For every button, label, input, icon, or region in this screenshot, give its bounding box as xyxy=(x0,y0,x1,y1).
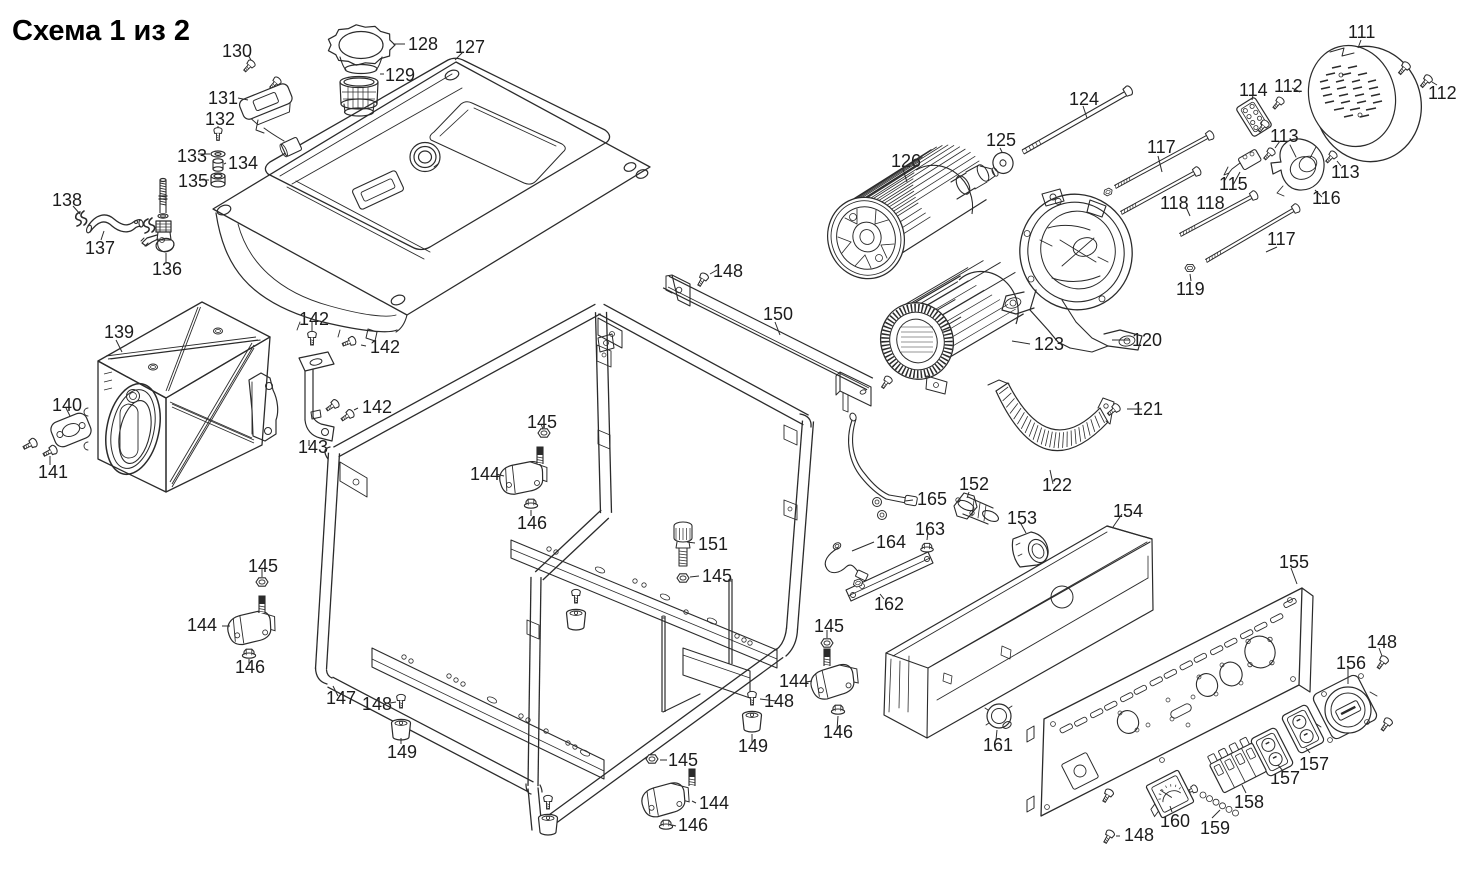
svg-text:156: 156 xyxy=(1336,653,1366,673)
svg-text:119: 119 xyxy=(1176,279,1205,299)
svg-text:134: 134 xyxy=(228,153,258,173)
svg-text:127: 127 xyxy=(455,37,485,57)
svg-text:142: 142 xyxy=(362,397,392,417)
svg-text:144: 144 xyxy=(187,615,217,635)
svg-text:148: 148 xyxy=(1367,632,1397,652)
svg-text:148: 148 xyxy=(764,691,794,711)
svg-text:150: 150 xyxy=(763,304,793,324)
svg-text:136: 136 xyxy=(152,259,182,279)
svg-text:121: 121 xyxy=(1133,399,1163,419)
svg-text:123: 123 xyxy=(1034,334,1064,354)
svg-text:148: 148 xyxy=(362,694,392,714)
svg-text:118: 118 xyxy=(1196,193,1225,213)
svg-text:118: 118 xyxy=(1160,193,1189,213)
svg-text:131: 131 xyxy=(208,88,238,108)
svg-text:145: 145 xyxy=(248,556,278,576)
svg-text:145: 145 xyxy=(702,566,732,586)
svg-text:Схема 1 из 2: Схема 1 из 2 xyxy=(12,15,190,47)
svg-text:147: 147 xyxy=(326,688,356,708)
svg-text:145: 145 xyxy=(668,750,698,770)
svg-text:161: 161 xyxy=(983,735,1013,755)
svg-text:163: 163 xyxy=(915,519,945,539)
svg-text:153: 153 xyxy=(1007,508,1037,528)
svg-text:159: 159 xyxy=(1200,818,1230,838)
svg-text:142: 142 xyxy=(299,309,329,329)
svg-text:146: 146 xyxy=(823,722,853,742)
svg-text:145: 145 xyxy=(814,616,844,636)
svg-text:148: 148 xyxy=(713,261,743,281)
svg-text:137: 137 xyxy=(85,238,115,258)
svg-text:117: 117 xyxy=(1267,229,1296,249)
svg-text:141: 141 xyxy=(38,462,68,482)
svg-text:148: 148 xyxy=(1124,825,1154,845)
svg-text:146: 146 xyxy=(678,815,708,835)
svg-text:140: 140 xyxy=(52,395,82,415)
svg-text:126: 126 xyxy=(891,151,921,171)
svg-text:146: 146 xyxy=(517,513,547,533)
svg-text:144: 144 xyxy=(779,671,809,691)
svg-text:151: 151 xyxy=(698,534,728,554)
svg-text:149: 149 xyxy=(738,736,768,756)
svg-text:128: 128 xyxy=(408,34,438,54)
svg-text:152: 152 xyxy=(959,474,989,494)
svg-text:144: 144 xyxy=(470,464,500,484)
svg-text:165: 165 xyxy=(917,489,947,509)
svg-text:164: 164 xyxy=(876,532,906,552)
svg-text:125: 125 xyxy=(986,130,1016,150)
svg-text:112: 112 xyxy=(1428,83,1457,103)
svg-text:138: 138 xyxy=(52,190,82,210)
svg-text:116: 116 xyxy=(1312,188,1341,208)
svg-text:158: 158 xyxy=(1234,792,1264,812)
svg-text:139: 139 xyxy=(104,322,134,342)
svg-text:114: 114 xyxy=(1239,80,1268,100)
svg-text:154: 154 xyxy=(1113,501,1143,521)
svg-text:113: 113 xyxy=(1270,126,1299,146)
svg-text:132: 132 xyxy=(205,109,235,129)
svg-text:124: 124 xyxy=(1069,89,1099,109)
svg-text:144: 144 xyxy=(699,793,729,813)
svg-text:122: 122 xyxy=(1042,475,1072,495)
svg-text:129: 129 xyxy=(385,65,415,85)
svg-text:111: 111 xyxy=(1348,22,1375,42)
svg-text:149: 149 xyxy=(387,742,417,762)
svg-text:155: 155 xyxy=(1279,552,1309,572)
svg-text:130: 130 xyxy=(222,41,252,61)
svg-text:146: 146 xyxy=(235,657,265,677)
svg-text:145: 145 xyxy=(527,412,557,432)
svg-text:142: 142 xyxy=(370,337,400,357)
svg-text:120: 120 xyxy=(1132,330,1162,350)
svg-text:143: 143 xyxy=(298,437,328,457)
svg-text:117: 117 xyxy=(1147,137,1176,157)
svg-text:113: 113 xyxy=(1331,162,1360,182)
svg-text:162: 162 xyxy=(874,594,904,614)
svg-text:112: 112 xyxy=(1274,76,1303,96)
svg-text:133: 133 xyxy=(177,146,207,166)
svg-text:157: 157 xyxy=(1299,754,1329,774)
svg-text:135: 135 xyxy=(178,171,208,191)
